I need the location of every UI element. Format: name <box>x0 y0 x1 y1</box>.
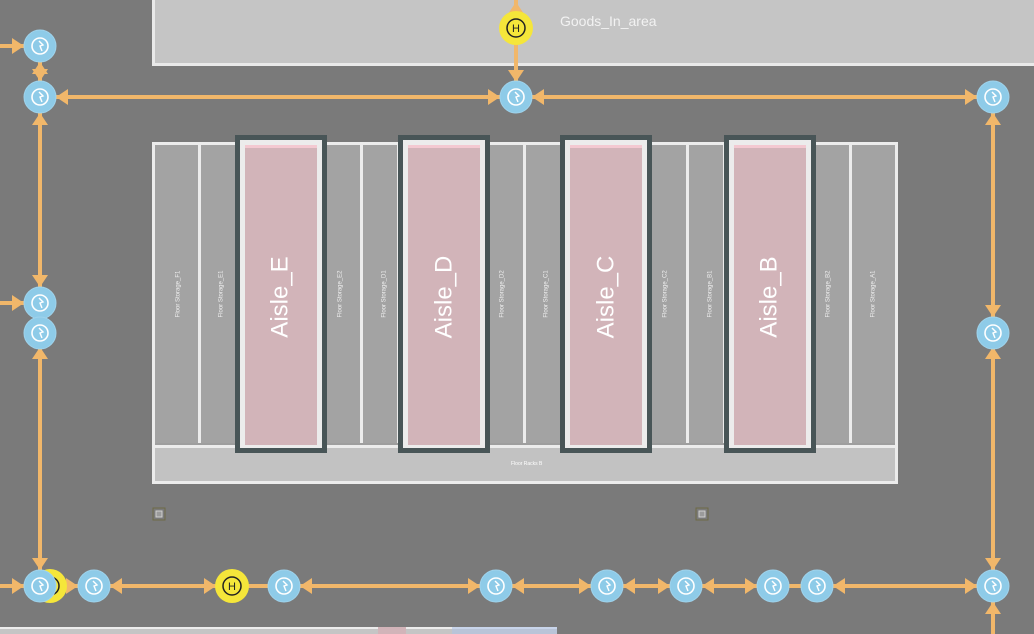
hold-point-label: H <box>228 581 236 593</box>
robot-waypoint-icon[interactable] <box>23 569 57 603</box>
robot-waypoint-icon[interactable] <box>976 316 1010 350</box>
goods-in-area-label: Goods_In_area <box>560 13 657 29</box>
direction-arrow-icon <box>745 578 757 594</box>
direction-arrow-icon <box>532 89 544 105</box>
direction-arrow-icon <box>488 89 500 105</box>
aisle-b[interactable]: Aisle_B <box>724 135 816 453</box>
adjacent-area[interactable] <box>452 627 557 634</box>
adjacent-area[interactable] <box>0 627 452 634</box>
hold-point-icon[interactable]: H <box>215 569 249 603</box>
direction-arrow-icon <box>468 578 480 594</box>
storage-bay[interactable] <box>326 145 363 443</box>
direction-arrow-icon <box>965 89 977 105</box>
direction-arrow-icon <box>985 602 1001 614</box>
robot-waypoint-icon[interactable] <box>499 80 533 114</box>
direction-arrow-icon <box>658 578 670 594</box>
direction-arrow-icon <box>623 578 635 594</box>
hold-point-icon[interactable]: H <box>499 11 533 45</box>
direction-arrow-icon <box>110 578 122 594</box>
direction-arrow-icon <box>204 578 216 594</box>
direction-arrow-icon <box>985 305 1001 317</box>
direction-arrow-icon <box>12 295 24 311</box>
robot-waypoint-icon[interactable] <box>23 286 57 320</box>
robot-waypoint-icon[interactable] <box>267 569 301 603</box>
storage-base-label: Floor Racks B <box>511 461 543 467</box>
storage-bay[interactable] <box>852 145 895 443</box>
direction-arrow-icon <box>833 578 845 594</box>
robot-waypoint-icon[interactable] <box>479 569 513 603</box>
robot-waypoint-icon[interactable] <box>976 80 1010 114</box>
anchor-marker-icon[interactable] <box>152 507 166 521</box>
hold-point-label: H <box>512 23 520 35</box>
robot-waypoint-icon[interactable] <box>23 29 57 63</box>
storage-bay[interactable] <box>652 145 689 443</box>
adjacent-area[interactable] <box>378 627 406 634</box>
direction-arrow-icon <box>56 89 68 105</box>
robot-waypoint-icon[interactable] <box>800 569 834 603</box>
robot-waypoint-icon[interactable] <box>976 569 1010 603</box>
direction-arrow-icon <box>32 347 48 359</box>
robot-waypoint-icon[interactable] <box>590 569 624 603</box>
robot-waypoint-icon[interactable] <box>669 569 703 603</box>
storage-bay[interactable] <box>815 145 852 443</box>
robot-waypoint-icon[interactable] <box>756 569 790 603</box>
aisle-d[interactable]: Aisle_D <box>398 135 490 453</box>
storage-bay[interactable] <box>155 145 201 443</box>
robot-waypoint-icon[interactable] <box>23 316 57 350</box>
direction-arrow-icon <box>12 578 24 594</box>
direction-arrow-icon <box>66 578 78 594</box>
aisle-c[interactable]: Aisle_C <box>560 135 652 453</box>
direction-arrow-icon <box>702 578 714 594</box>
direction-arrow-icon <box>508 2 524 14</box>
direction-arrow-icon <box>300 578 312 594</box>
aisle-e[interactable]: Aisle_E <box>235 135 327 453</box>
direction-arrow-icon <box>32 113 48 125</box>
anchor-marker-icon[interactable] <box>695 507 709 521</box>
direction-arrow-icon <box>965 578 977 594</box>
direction-arrow-icon <box>579 578 591 594</box>
direction-arrow-icon <box>512 578 524 594</box>
direction-arrow-icon <box>32 275 48 287</box>
direction-arrow-icon <box>508 70 524 82</box>
goods-in-area[interactable] <box>152 0 1034 66</box>
storage-bay[interactable] <box>489 145 526 443</box>
direction-arrow-icon <box>985 347 1001 359</box>
direction-arrow-icon <box>32 69 48 81</box>
direction-arrow-icon <box>12 38 24 54</box>
direction-arrow-icon <box>985 113 1001 125</box>
robot-waypoint-icon[interactable] <box>77 569 111 603</box>
robot-waypoint-icon[interactable] <box>23 80 57 114</box>
direction-arrow-icon <box>32 558 48 570</box>
direction-arrow-icon <box>985 558 1001 570</box>
